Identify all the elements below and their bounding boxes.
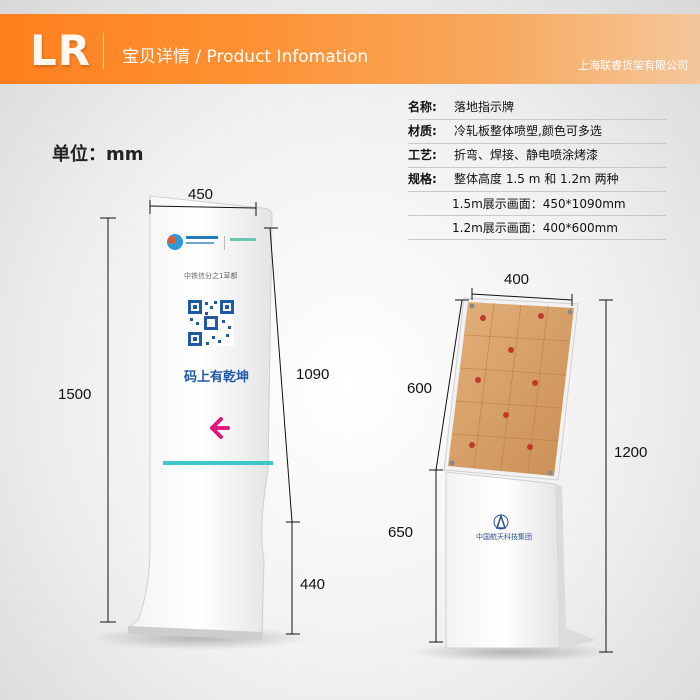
logo-dot-icon <box>168 236 176 244</box>
divider <box>408 191 666 192</box>
divider <box>408 239 666 240</box>
spec-value: 折弯、焊接、静电喷涂烤漆 <box>454 148 599 162</box>
right-panel-height-label: 600 <box>407 380 433 397</box>
divider <box>408 215 666 216</box>
left-panel-height-label: 1090 <box>296 366 330 383</box>
teal-stripe <box>163 461 273 465</box>
spec-value: 整体高度 1.5 m 和 1.2m 两种 <box>454 172 619 186</box>
tan-panel-marks <box>469 313 544 450</box>
panel-screws <box>449 303 573 476</box>
spec-value: 冷轧板整体喷塑,颜色可多选 <box>454 124 602 138</box>
logo-text-line-icon <box>186 242 214 244</box>
left-stand-base <box>128 626 262 640</box>
spec-sub-1200: 1.2m展示画面：400*600mm <box>452 221 618 235</box>
spec-row-name: 名称: 落地指示牌 <box>408 96 514 118</box>
banner-small-text: 中铁信分之1草都 <box>184 272 238 280</box>
spec-sub-1500: 1.5m展示画面：450*1090mm <box>452 197 626 211</box>
header-divider <box>103 33 104 69</box>
divider <box>408 119 666 120</box>
spec-value: 落地指示牌 <box>454 100 515 114</box>
left-dimension-lines <box>100 200 300 635</box>
spec-row-material: 材质: 冷轧板整体喷塑,颜色可多选 <box>408 120 602 142</box>
header-banner <box>0 14 700 84</box>
spec-key: 工艺: <box>408 148 437 162</box>
right-stand-base-side <box>556 484 596 650</box>
lower-logo-ring-icon <box>493 514 509 530</box>
lower-panel-text: 中国航天科技集团 <box>476 533 532 541</box>
company-name: 上海联睿货架有限公司 <box>578 59 688 72</box>
logo-divider <box>224 236 225 250</box>
right-stand-lower-body <box>445 471 561 649</box>
qr-code-icon <box>188 300 234 346</box>
banner-slogan: 码上有乾坤 <box>184 370 250 385</box>
right-total-height-label: 1200 <box>614 444 648 461</box>
brand-logo: LR <box>30 26 92 75</box>
divider <box>408 167 666 168</box>
lower-logo-icon <box>495 513 507 529</box>
spec-key: 名称: <box>408 100 437 114</box>
header-title: 宝贝详情 / Product Infomation <box>122 47 369 67</box>
left-width-label: 450 <box>188 186 214 203</box>
divider <box>408 143 666 144</box>
logo-text-line-icon <box>230 238 256 241</box>
right-dimension-lines <box>429 288 613 653</box>
spec-key: 规格: <box>408 172 437 186</box>
spec-row-process: 工艺: 折弯、焊接、静电喷涂烤漆 <box>408 144 598 166</box>
logo-text-line-icon <box>186 236 218 239</box>
left-arrow-icon <box>210 417 230 439</box>
right-lower-height-label: 650 <box>388 524 414 541</box>
right-width-label: 400 <box>504 271 530 288</box>
spec-row-size: 规格: 整体高度 1.5 m 和 1.2m 两种 <box>408 168 619 190</box>
spec-key: 材质: <box>408 124 437 138</box>
left-stand-body <box>126 195 273 635</box>
unit-label: 单位：mm <box>52 144 144 165</box>
left-total-height-label: 1500 <box>58 386 92 403</box>
left-base-height-label: 440 <box>300 576 326 593</box>
